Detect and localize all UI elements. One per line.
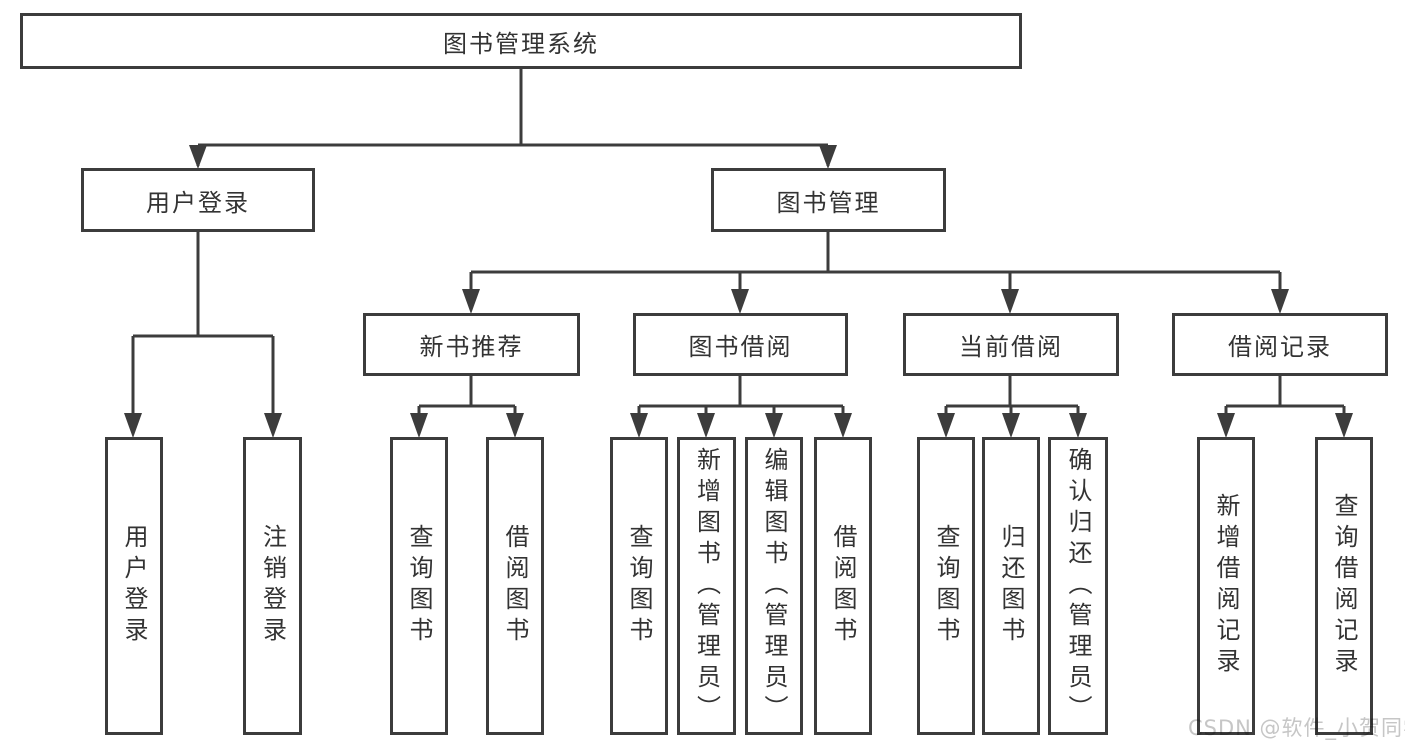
arrow-down-icon — [937, 413, 955, 438]
arrow-down-icon — [1217, 413, 1235, 438]
watermark: CSDN @软件_小贺同学 — [1188, 716, 1405, 740]
node-label: 图书管理系统 — [443, 29, 599, 58]
arrow-down-icon — [819, 145, 837, 169]
leaf-cb-confirm-return-admin: 确认归还（管理员） — [1048, 437, 1108, 735]
arrow-down-icon — [506, 413, 524, 438]
leaf-label: 查询图书 — [625, 524, 653, 648]
leaf-label: 查询图书 — [405, 524, 433, 648]
arrow-down-icon — [410, 413, 428, 438]
arrowheads — [124, 145, 1353, 438]
arrow-down-icon — [189, 145, 207, 169]
arrow-down-icon — [731, 289, 749, 314]
arrow-down-icon — [462, 289, 480, 314]
leaf-cb-query-books: 查询图书 — [917, 437, 975, 735]
leaf-label: 借阅图书 — [501, 524, 529, 648]
node-current-borrow: 当前借阅 — [903, 313, 1119, 376]
node-borrow-records: 借阅记录 — [1172, 313, 1388, 376]
arrow-down-icon — [1069, 413, 1087, 438]
arrow-down-icon — [124, 413, 142, 438]
leaf-label: 确认归还（管理员） — [1064, 446, 1092, 726]
node-label: 借阅记录 — [1228, 333, 1332, 361]
node-book-borrow: 图书借阅 — [633, 313, 848, 376]
arrow-down-icon — [1002, 413, 1020, 438]
arrow-down-icon — [697, 413, 715, 438]
arrow-down-icon — [834, 413, 852, 438]
node-new-book-recommend: 新书推荐 — [363, 313, 580, 376]
arrow-down-icon — [264, 413, 282, 438]
arrow-down-icon — [1001, 289, 1019, 314]
arrow-down-icon — [1271, 289, 1289, 314]
node-label: 图书管理 — [776, 188, 881, 217]
arrow-down-icon — [1335, 413, 1353, 438]
leaf-label: 注销登录 — [258, 524, 287, 648]
leaf-label: 编辑图书（管理员） — [760, 446, 788, 726]
leaf-label: 借阅图书 — [829, 524, 857, 648]
leaf-label: 新增图书（管理员） — [692, 446, 721, 726]
node-label: 当前借阅 — [959, 333, 1063, 361]
leaf-bb-borrow-books: 借阅图书 — [814, 437, 872, 735]
node-label: 新书推荐 — [419, 333, 524, 361]
leaf-bb-query-books: 查询图书 — [610, 437, 668, 735]
node-label: 图书借阅 — [688, 333, 793, 361]
tree-edges — [131, 69, 1346, 433]
node-user-login: 用户登录 — [81, 168, 315, 232]
leaf-label: 查询图书 — [932, 524, 960, 648]
leaf-label: 归还图书 — [997, 524, 1025, 648]
node-label: 用户登录 — [146, 188, 250, 217]
arrow-down-icon — [765, 413, 783, 438]
leaf-label: 新增借阅记录 — [1212, 493, 1240, 679]
leaf-bb-edit-books-admin: 编辑图书（管理员） — [745, 437, 803, 735]
leaf-bb-add-books-admin: 新增图书（管理员） — [677, 437, 736, 735]
leaf-nb-borrow-books: 借阅图书 — [486, 437, 544, 735]
leaf-br-add-borrow-record: 新增借阅记录 — [1197, 437, 1255, 735]
leaf-label: 用户登录 — [120, 524, 148, 648]
node-book-management: 图书管理 — [711, 168, 946, 232]
leaf-nb-query-books: 查询图书 — [390, 437, 448, 735]
leaf-logout-login: 注销登录 — [243, 437, 302, 735]
arrow-down-icon — [630, 413, 648, 438]
node-library-management-system: 图书管理系统 — [20, 13, 1022, 69]
leaf-label: 查询借阅记录 — [1330, 493, 1358, 679]
leaf-br-query-borrow-record: 查询借阅记录 — [1315, 437, 1373, 735]
leaf-cb-return-books: 归还图书 — [982, 437, 1040, 735]
leaf-user-login: 用户登录 — [105, 437, 163, 735]
